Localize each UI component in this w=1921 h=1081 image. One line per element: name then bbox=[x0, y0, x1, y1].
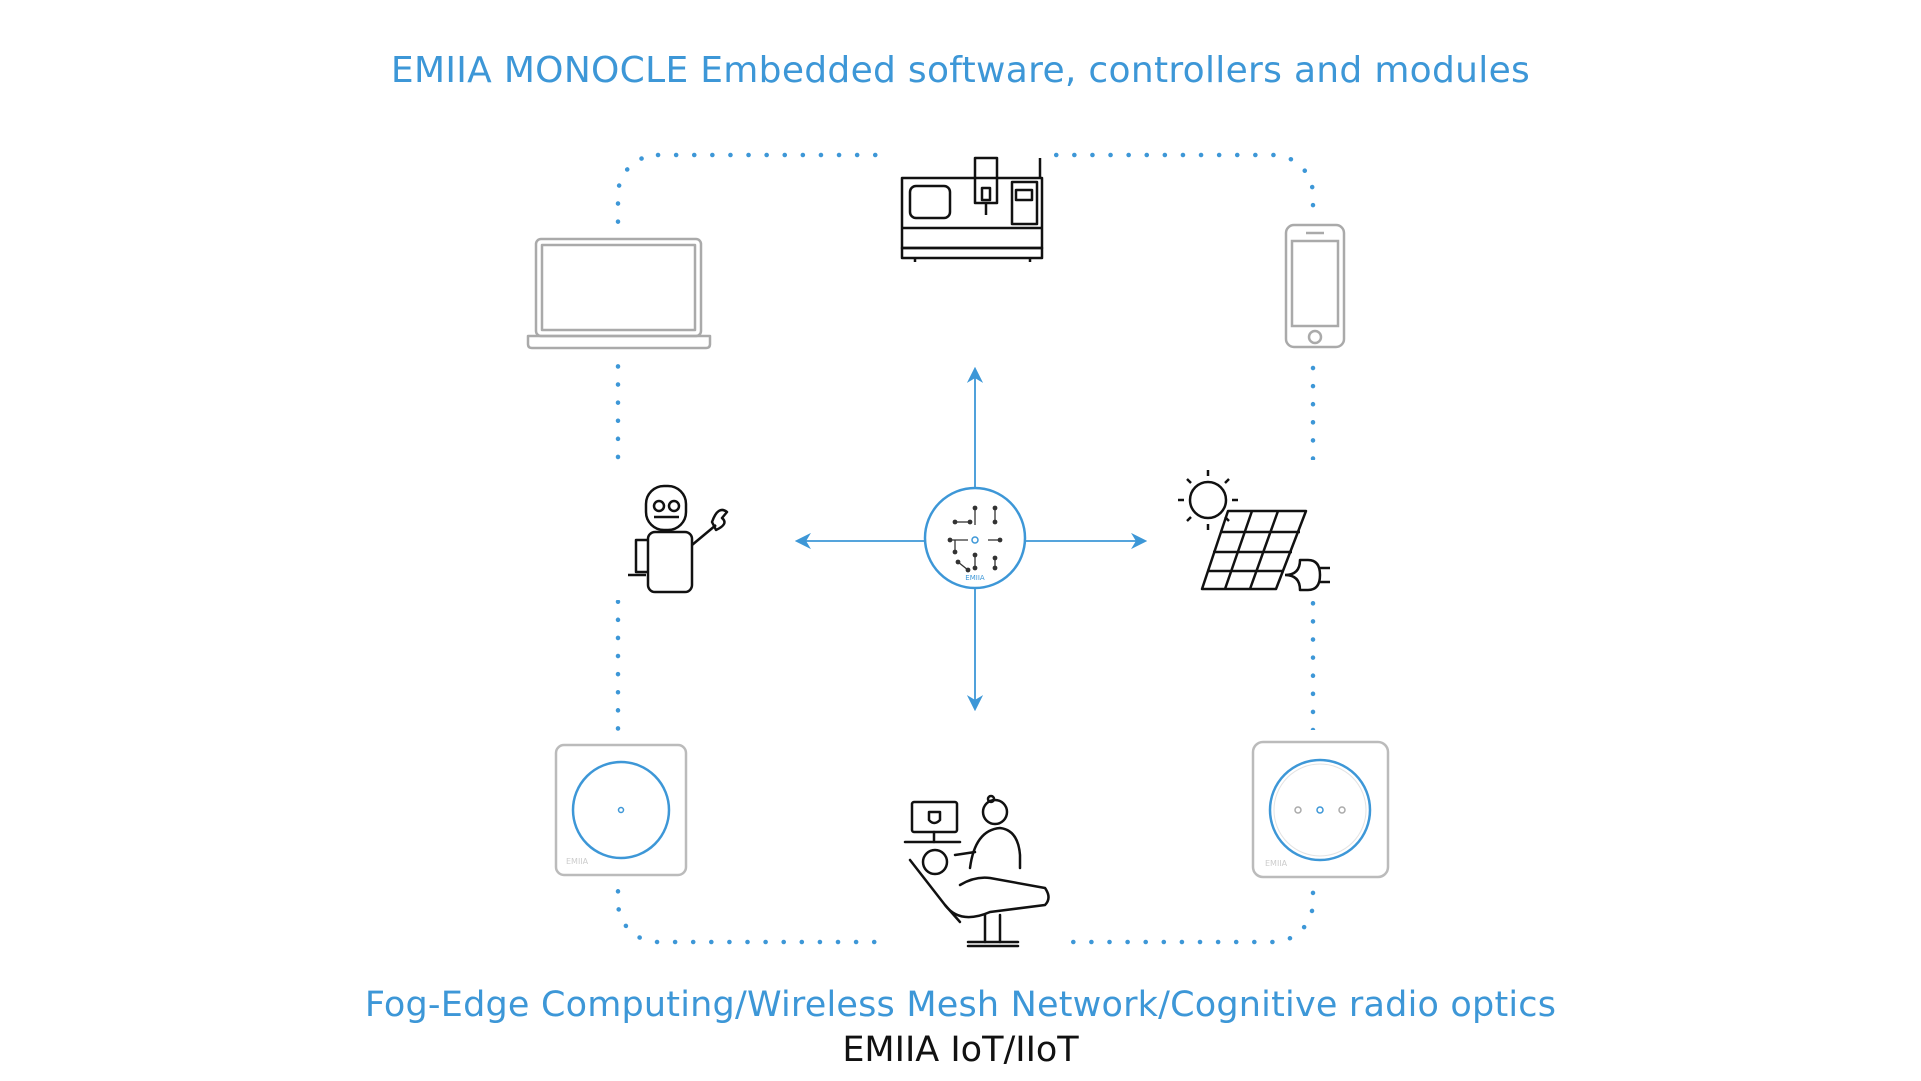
network-subtitle: Fog-Edge Computing/Wireless Mesh Network… bbox=[364, 985, 1557, 1025]
wall-socket-module-icon bbox=[1251, 740, 1390, 879]
right-module-brand: EMIIA bbox=[1265, 859, 1288, 868]
wall-module-icon bbox=[554, 743, 688, 877]
cnc-machine-icon bbox=[900, 156, 1044, 262]
laptop-icon bbox=[526, 237, 712, 350]
circuit-hub-icon bbox=[923, 486, 1027, 590]
smartphone-icon bbox=[1284, 223, 1346, 349]
page-title: EMIIA MONOCLE Embedded software, control… bbox=[390, 50, 1531, 91]
dentist-chair-icon bbox=[903, 794, 1050, 948]
network-caption: EMIIA IoT/IIoT bbox=[842, 1030, 1079, 1070]
solar-energy-icon bbox=[1178, 470, 1330, 592]
hub-brand: EMIIA bbox=[965, 574, 985, 582]
robot-icon bbox=[628, 484, 729, 594]
left-module-brand: EMIIA bbox=[566, 857, 589, 866]
connection-arrows bbox=[794, 366, 1148, 712]
